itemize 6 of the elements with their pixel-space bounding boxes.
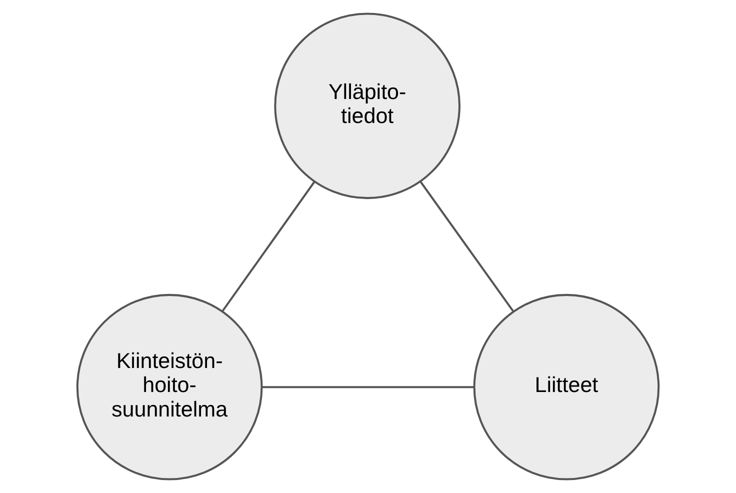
connector [222,180,316,312]
connector [262,386,474,388]
connector [420,180,514,312]
node-circle: Ylläpito- tiedot [274,12,460,200]
node-circle: Liitteet [473,294,660,480]
node-circle: Kiinteistön- hoito- suunnitelma [76,294,263,480]
